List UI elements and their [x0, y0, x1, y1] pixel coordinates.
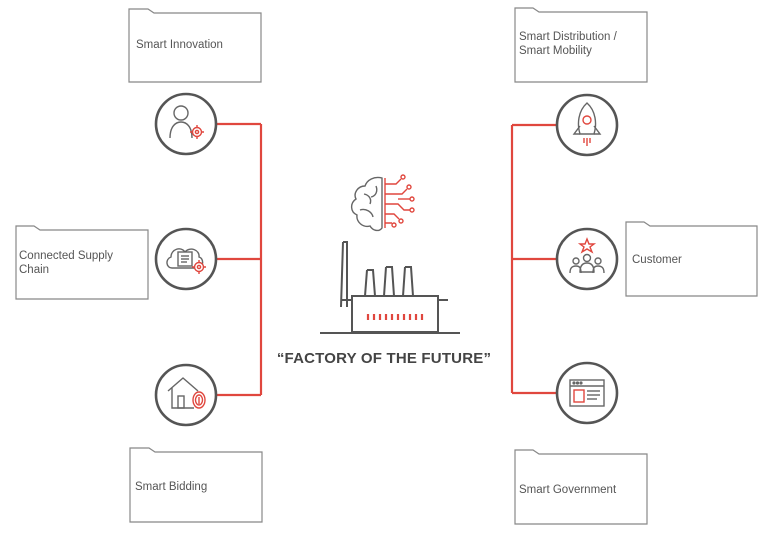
circle-smart-government [555, 361, 619, 425]
label-smart-bidding: Smart Bidding [135, 481, 208, 493]
folder-smart-innovation [128, 8, 262, 83]
label-smart-distribution: Smart Distribution / Smart Mobility [519, 31, 617, 57]
factory-windows [366, 314, 424, 320]
house-fingerprint-icon [167, 377, 206, 409]
rocket-icon [572, 102, 602, 146]
folder-smart-bidding [129, 447, 263, 523]
circle-customer [555, 227, 619, 291]
circle-smart-bidding [154, 363, 218, 427]
label-connected-supply-chain: Connected Supply Chain [19, 250, 113, 276]
folder-customer [625, 221, 758, 297]
circle-smart-distribution [555, 93, 619, 157]
label-smart-government: Smart Government [519, 484, 617, 496]
folder-smart-government [514, 449, 648, 525]
cloud-gear-icon [166, 248, 206, 274]
person-gear-icon [169, 105, 204, 139]
customer-group-icon [569, 237, 605, 274]
label-customer: Customer [632, 254, 682, 266]
folder-connected-supply-chain [15, 225, 149, 300]
brain-circuit-icon [350, 174, 415, 232]
folder-smart-distribution [514, 7, 648, 83]
label-smart-innovation: Smart Innovation [136, 39, 223, 51]
diagram-title: “FACTORY OF THE FUTURE” [276, 350, 492, 367]
browser-window-icon [569, 379, 605, 407]
icon-circles [154, 92, 619, 427]
factory-icon [320, 241, 460, 334]
folder-shapes [15, 7, 758, 525]
connector-lines [217, 122, 556, 397]
